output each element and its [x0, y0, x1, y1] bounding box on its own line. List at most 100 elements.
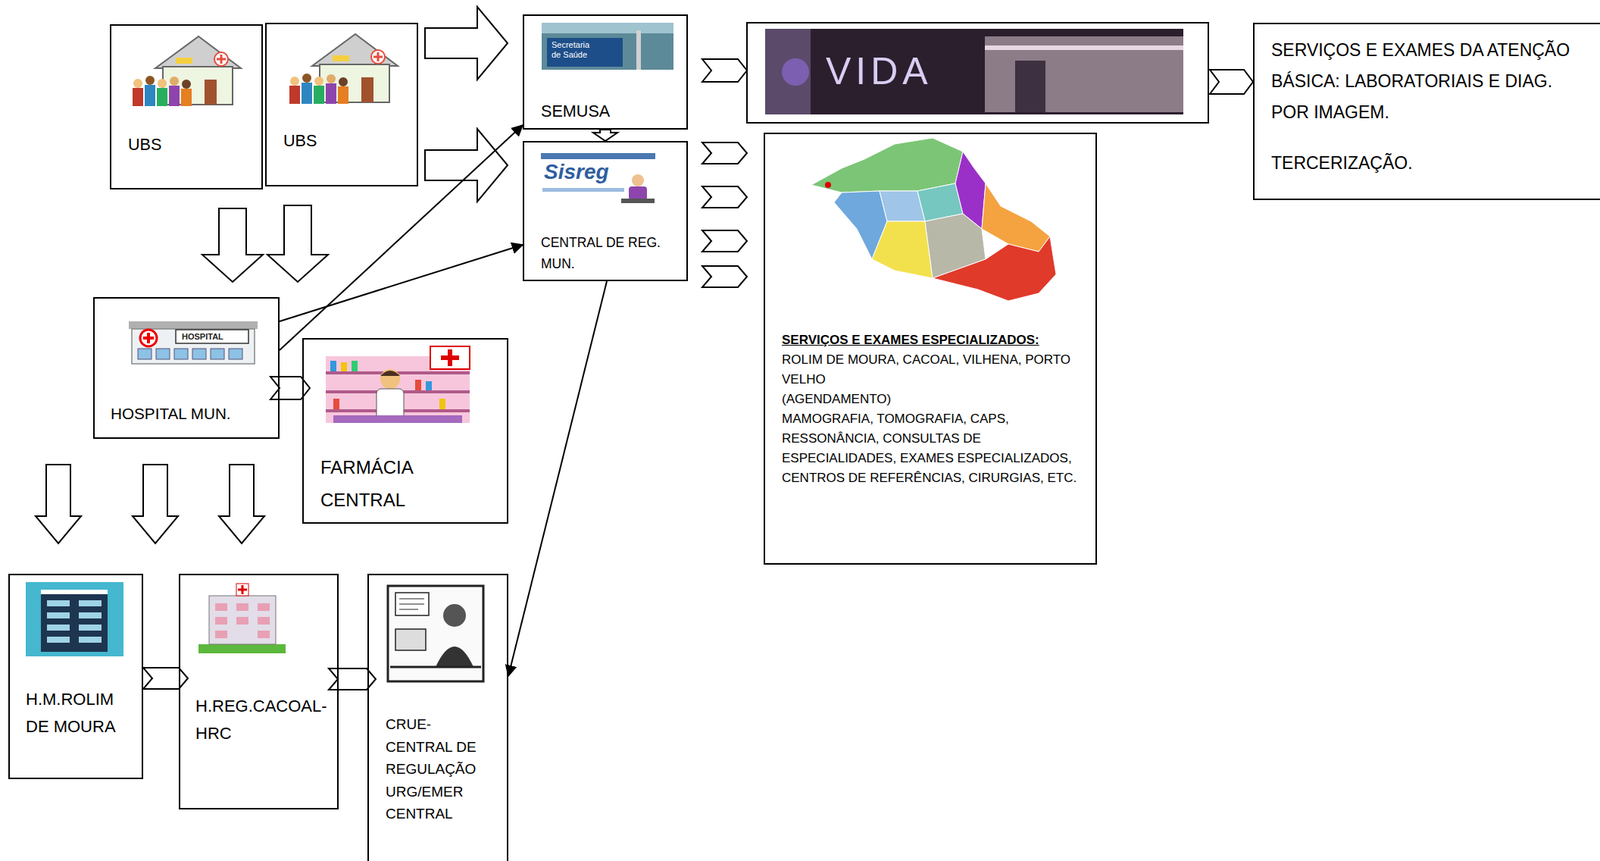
arrow-line	[279, 125, 523, 350]
regional-hospital-icon	[236, 583, 249, 596]
block-arrow	[267, 205, 329, 282]
hospital-icon	[140, 329, 157, 347]
pharmacy-icon	[425, 381, 432, 391]
box-label: UBS	[128, 134, 262, 156]
sisreg-logo	[631, 174, 644, 187]
regional-hospital-icon	[215, 603, 228, 611]
box-label: H.REG.CACOAL- HRC	[195, 692, 334, 747]
box-label: UBS	[283, 130, 417, 152]
hospital-icon	[210, 348, 225, 360]
pharmacy-icon	[380, 370, 400, 376]
semusa-photo	[541, 22, 674, 70]
pharmacy-icon	[325, 346, 470, 423]
hospital-building-icon	[78, 612, 102, 619]
arrow-line	[279, 244, 523, 322]
box-label: HOSPITAL MUN.	[110, 403, 279, 425]
vida-photo	[746, 22, 1209, 123]
ubs-icon	[168, 85, 180, 107]
pharmacy-icon	[415, 379, 422, 391]
regional-hospital-icon	[236, 616, 249, 625]
regional-hospital-icon	[236, 603, 249, 611]
chevron-arrow	[702, 142, 747, 164]
chevron-arrow	[270, 376, 310, 400]
hospital-building-icon	[25, 581, 124, 657]
picture-label: Sisreg	[543, 159, 610, 185]
hospital-icon	[131, 328, 255, 364]
ubs-icon	[214, 52, 229, 66]
block-arrow	[218, 464, 265, 544]
hospital-building-icon	[78, 636, 102, 643]
hospital-icon	[228, 348, 243, 360]
vida-photo	[781, 58, 810, 86]
process-box: SEMUSA	[522, 14, 688, 130]
semusa-photo	[541, 22, 674, 34]
process-box: H.REG.CACOAL- HRC	[178, 573, 339, 810]
sisreg-logo	[540, 153, 656, 204]
ubs-icon	[144, 84, 156, 107]
hospital-building-icon	[46, 612, 70, 619]
regional-hospital-icon	[215, 616, 228, 625]
block-arrow	[35, 464, 82, 544]
vida-photo	[765, 28, 1184, 115]
hospital-building-icon	[78, 624, 102, 631]
hospital-icon	[137, 348, 152, 360]
hospital-icon	[143, 332, 154, 344]
pharmacy-icon	[440, 349, 460, 366]
hospital-icon	[175, 329, 249, 344]
process-box: UBS	[109, 24, 263, 190]
semusa-photo	[541, 22, 674, 70]
pharmacy-icon	[380, 368, 400, 389]
chevron-arrow	[1209, 69, 1254, 94]
chevron-arrow	[702, 230, 747, 252]
ubs-icon	[132, 87, 144, 107]
ubs-icon	[156, 87, 168, 107]
hospital-building-icon	[46, 624, 70, 631]
box-label: SEMUSA	[540, 100, 687, 122]
rondonia-map	[825, 181, 832, 188]
hospital-icon	[174, 348, 188, 360]
chevron-arrow	[702, 265, 747, 288]
ubs-icon	[169, 76, 179, 86]
chevron-arrow	[702, 59, 747, 82]
process-box: H.M.ROLIM DE MOURA	[8, 573, 144, 779]
box-label: ROLIM DE MOURA, CACOAL, VILHENA, PORTO V…	[781, 350, 1082, 390]
box-heading: SERVIÇOS E EXAMES ESPECIALIZADOS:	[781, 330, 1082, 350]
regional-hospital-icon	[257, 630, 270, 638]
pharmacy-icon	[330, 360, 337, 372]
sisreg-logo	[621, 198, 655, 204]
vida-photo	[1015, 60, 1046, 113]
ubs-icon	[289, 34, 398, 104]
box-label: SERVIÇOS E EXAMES DA ATENÇÃO BÁSICA: LAB…	[1271, 34, 1594, 129]
block-arrow	[202, 208, 263, 282]
semusa-photo	[546, 37, 623, 67]
box-label: TERCERIZAÇÃO.	[1271, 147, 1594, 179]
sisreg-logo	[542, 187, 625, 192]
picture-label: HOSPITAL	[181, 331, 224, 341]
block-arrow	[425, 128, 508, 202]
regional-hospital-icon	[215, 630, 228, 638]
regulation-center-icon	[387, 585, 484, 682]
rondonia-map	[932, 236, 1057, 301]
hospital-icon	[156, 348, 170, 360]
ubs-icon	[157, 78, 167, 88]
ubs-icon	[204, 79, 217, 105]
ubs-icon	[216, 54, 226, 64]
sisreg-logo	[540, 153, 656, 160]
ubs-icon	[155, 36, 241, 69]
vida-photo	[746, 22, 1209, 123]
hospital-icon	[128, 321, 258, 364]
ubs-icon	[181, 88, 192, 107]
ubs-icon	[175, 57, 193, 64]
rondonia-map	[871, 221, 933, 279]
pharmacy-icon	[333, 398, 340, 410]
box-label: CENTRAL DE REG. MUN.	[540, 231, 674, 275]
regulation-center-icon	[443, 603, 466, 627]
rondonia-map	[811, 137, 1057, 301]
process-box: UBS	[265, 22, 419, 187]
box-label: CRUE- CENTRAL DE REGULAÇÃO URG/EMER CENT…	[385, 712, 488, 825]
regional-hospital-icon	[257, 603, 270, 611]
rondonia-map	[811, 137, 963, 193]
